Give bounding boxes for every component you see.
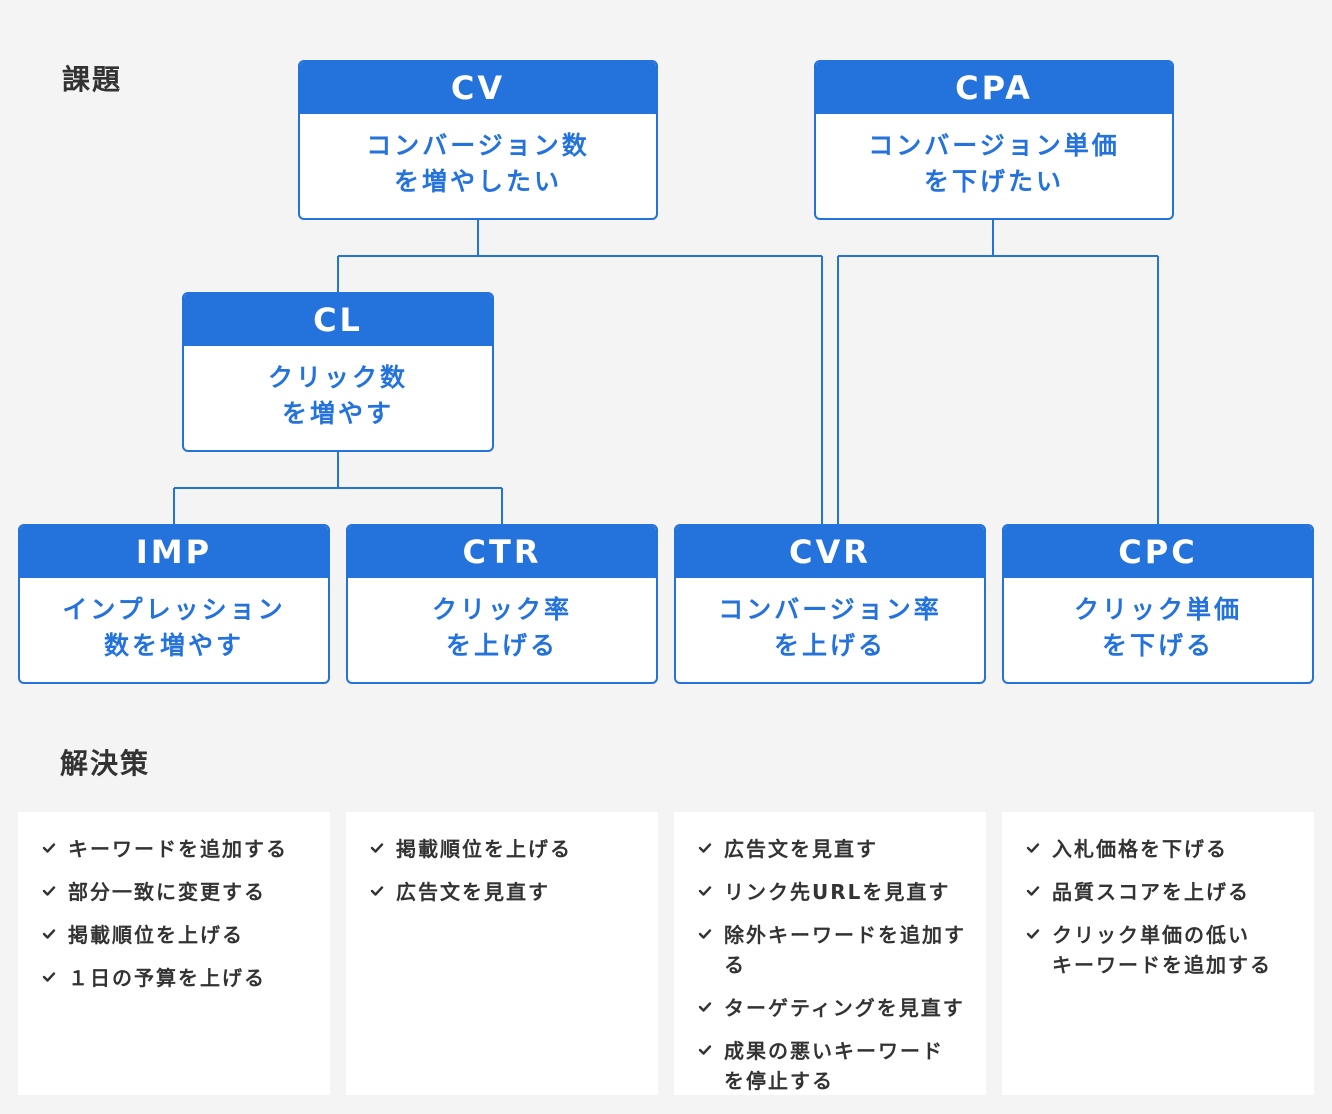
check-icon: [698, 886, 712, 896]
solutions-panel-ctr: 掲載順位を上げる 広告文を見直す: [346, 812, 658, 1095]
kpi-code: CPA: [816, 62, 1172, 114]
check-icon: [370, 843, 384, 853]
check-icon: [42, 843, 56, 853]
solution-text: 入札価格を下げる: [1052, 837, 1228, 861]
solution-text-line: キーワードを追加する: [1052, 953, 1272, 977]
kpi-line: を下げたい: [923, 167, 1064, 196]
kpi-box-cl: CL クリック数 を増やす: [182, 292, 494, 452]
solution-text-line: を停止する: [724, 1069, 834, 1093]
kpi-line: 数を増やす: [103, 631, 244, 660]
check-icon: [1026, 843, 1040, 853]
kpi-code: CPC: [1004, 526, 1312, 578]
check-icon: [698, 929, 712, 939]
kpi-description: クリック数 を増やす: [184, 346, 492, 432]
kpi-line: クリック率: [431, 595, 572, 624]
solution-text-line: 成果の悪いキーワード: [724, 1039, 944, 1063]
solution-item: 掲載順位を上げる: [370, 834, 648, 864]
solution-text: クリック単価の低い キーワードを追加する: [1052, 920, 1272, 980]
kpi-description: インプレッション 数を増やす: [20, 578, 328, 664]
check-icon: [370, 886, 384, 896]
solution-item: 広告文を見直す: [698, 834, 976, 864]
check-icon: [42, 929, 56, 939]
solution-text: 成果の悪いキーワード を停止する: [724, 1036, 944, 1096]
solution-text: 掲載順位を上げる: [68, 923, 244, 947]
kpi-line: クリック単価: [1073, 595, 1242, 624]
kpi-line: クリック数: [267, 363, 408, 392]
solution-text: 掲載順位を上げる: [396, 837, 572, 861]
check-icon: [42, 972, 56, 982]
kpi-description: コンバージョン率 を上げる: [676, 578, 984, 664]
check-icon: [698, 1045, 712, 1055]
kpi-line: を増やす: [281, 399, 394, 428]
solution-text: キーワードを追加する: [68, 837, 288, 861]
check-icon: [1026, 929, 1040, 939]
kpi-description: クリック単価 を下げる: [1004, 578, 1312, 664]
issues-heading: 課題: [62, 63, 123, 96]
kpi-description: クリック率 を上げる: [348, 578, 656, 664]
solution-item: ターゲティングを見直す: [698, 993, 976, 1023]
solutions-heading: 解決策: [60, 747, 151, 780]
kpi-line: コンバージョン数: [366, 131, 590, 160]
check-icon: [1026, 886, 1040, 896]
kpi-line: を上げる: [773, 631, 886, 660]
check-icon: [698, 1002, 712, 1012]
kpi-line: インプレッション: [62, 595, 286, 624]
kpi-box-imp: IMP インプレッション 数を増やす: [18, 524, 330, 684]
solution-text: 広告文を見直す: [396, 880, 550, 904]
solution-text: １日の予算を上げる: [68, 966, 266, 990]
solution-item: 部分一致に変更する: [42, 877, 320, 907]
kpi-box-cpc: CPC クリック単価 を下げる: [1002, 524, 1314, 684]
kpi-box-cvr: CVR コンバージョン率 を上げる: [674, 524, 986, 684]
kpi-box-ctr: CTR クリック率 を上げる: [346, 524, 658, 684]
kpi-description: コンバージョン単価 を下げたい: [816, 114, 1172, 200]
kpi-line: コンバージョン率: [718, 595, 942, 624]
kpi-code: CV: [300, 62, 656, 114]
kpi-code: CVR: [676, 526, 984, 578]
solution-item: 成果の悪いキーワード を停止する: [698, 1036, 976, 1096]
kpi-description: コンバージョン数 を増やしたい: [300, 114, 656, 200]
kpi-line: コンバージョン単価: [868, 131, 1120, 160]
solutions-panel-cvr: 広告文を見直す リンク先URLを見直す 除外キーワードを追加する ターゲティング…: [674, 812, 986, 1095]
solution-item: １日の予算を上げる: [42, 963, 320, 993]
solutions-panel-cpc: 入札価格を下げる 品質スコアを上げる クリック単価の低い キーワードを追加する: [1002, 812, 1314, 1095]
solution-item: 入札価格を下げる: [1026, 834, 1304, 864]
kpi-code: CL: [184, 294, 492, 346]
solution-text: リンク先URLを見直す: [724, 880, 951, 904]
check-icon: [42, 886, 56, 896]
solution-item: クリック単価の低い キーワードを追加する: [1026, 920, 1304, 980]
kpi-code: CTR: [348, 526, 656, 578]
solution-text-line: クリック単価の低い: [1052, 923, 1250, 947]
kpi-line: を上げる: [445, 631, 558, 660]
solution-text: ターゲティングを見直す: [724, 996, 965, 1020]
solution-text: 品質スコアを上げる: [1052, 880, 1250, 904]
solution-item: 除外キーワードを追加する: [698, 920, 976, 980]
solution-item: 品質スコアを上げる: [1026, 877, 1304, 907]
kpi-line: を下げる: [1101, 631, 1214, 660]
solution-text: 広告文を見直す: [724, 837, 878, 861]
solution-item: 広告文を見直す: [370, 877, 648, 907]
kpi-box-cpa: CPA コンバージョン単価 を下げたい: [814, 60, 1174, 220]
kpi-line: を増やしたい: [393, 167, 562, 196]
solutions-panel-imp: キーワードを追加する 部分一致に変更する 掲載順位を上げる １日の予算を上げる: [18, 812, 330, 1095]
check-icon: [698, 843, 712, 853]
solution-item: キーワードを追加する: [42, 834, 320, 864]
solution-text: 除外キーワードを追加する: [724, 923, 966, 977]
kpi-code: IMP: [20, 526, 328, 578]
kpi-box-cv: CV コンバージョン数 を増やしたい: [298, 60, 658, 220]
solution-item: リンク先URLを見直す: [698, 877, 976, 907]
solution-text: 部分一致に変更する: [68, 880, 266, 904]
solution-item: 掲載順位を上げる: [42, 920, 320, 950]
